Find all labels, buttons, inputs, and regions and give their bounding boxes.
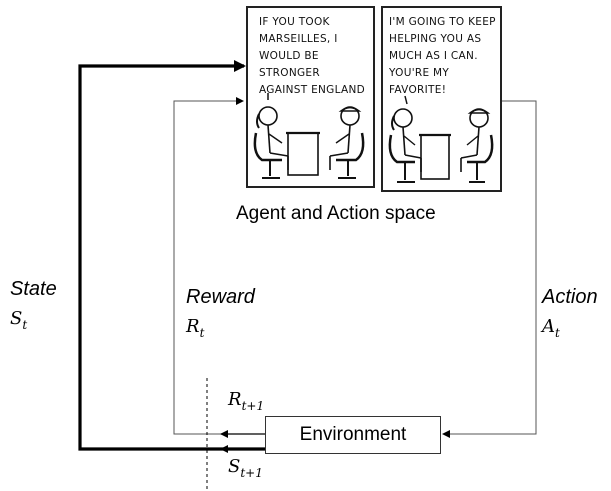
symbol-letter: R <box>228 389 242 410</box>
agent-caption: Agent and Action space <box>236 203 436 224</box>
symbol-subscript: t+1 <box>240 466 263 480</box>
action-line <box>442 100 537 438</box>
symbol-letter: S <box>228 456 241 477</box>
speech-line: FAVORITE! <box>389 84 447 96</box>
speech-line: WOULD BE <box>259 50 319 62</box>
symbol-letter: S <box>10 308 23 329</box>
state-label: State <box>10 278 57 300</box>
state-symbol: St <box>10 308 27 332</box>
speech-text-left: IF YOU TOOK MARSEILLES, I WOULD BE STRON… <box>259 14 365 99</box>
comic-panel-right: I'M GOING TO KEEP HELPING YOU AS MUCH AS… <box>381 6 502 192</box>
speech-line: YOU'RE MY <box>389 67 450 79</box>
symbol-subscript: t <box>555 326 560 340</box>
symbol-letter: R <box>186 316 200 337</box>
environment-box: Environment <box>265 416 441 454</box>
reward-loop-line <box>173 97 265 435</box>
speech-line: IF YOU TOOK <box>259 16 330 28</box>
speech-line: I'M GOING TO KEEP <box>389 16 496 28</box>
speech-line: STRONGER <box>259 67 320 79</box>
comic-panel-left: IF YOU TOOK MARSEILLES, I WOULD BE STRON… <box>246 6 375 188</box>
comic-figures-right <box>388 95 494 183</box>
environment-label: Environment <box>299 424 407 445</box>
next-reward-symbol: Rt+1 <box>228 389 264 413</box>
reward-symbol: Rt <box>186 316 204 340</box>
symbol-subscript: t+1 <box>241 399 265 413</box>
reward-label: Reward <box>186 286 255 308</box>
speech-line: HELPING YOU AS <box>389 33 482 45</box>
speech-text-right: I'M GOING TO KEEP HELPING YOU AS MUCH AS… <box>389 14 496 99</box>
comic-figures-left <box>253 93 365 179</box>
symbol-subscript: t <box>199 326 205 340</box>
symbol-subscript: t <box>22 318 28 332</box>
action-symbol: At <box>542 316 560 340</box>
speech-line: MUCH AS I CAN. <box>389 50 478 62</box>
speech-line: AGAINST ENGLAND <box>259 84 366 96</box>
speech-line: MARSEILLES, I <box>259 33 338 45</box>
symbol-letter: A <box>542 316 555 337</box>
state-loop-line <box>78 60 300 451</box>
action-label: Action <box>542 286 598 308</box>
next-state-symbol: St+1 <box>228 456 263 480</box>
